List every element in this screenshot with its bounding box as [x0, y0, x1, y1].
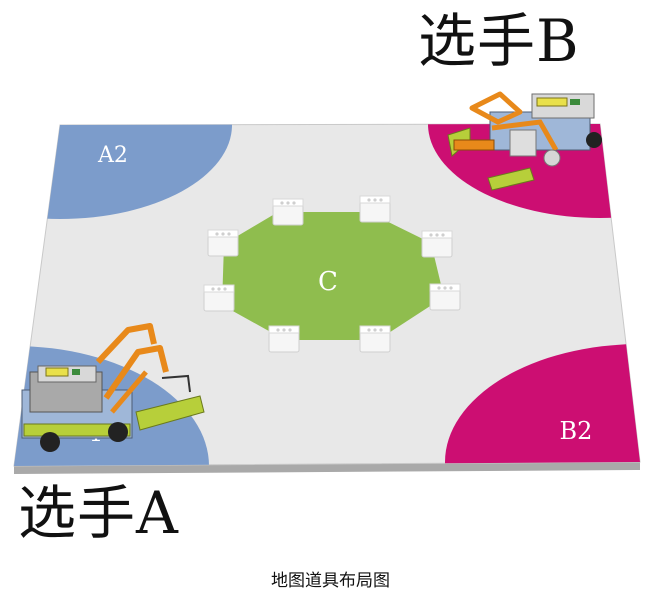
brick-block-icon: [359, 325, 391, 353]
brick-block-icon: [421, 230, 453, 258]
brick-block-icon: [207, 229, 239, 257]
figure-caption: 地图道具布局图: [271, 571, 390, 591]
robot-b-icon: [447, 91, 602, 191]
brick-block-icon: [359, 195, 391, 223]
player-a-label: 选手A: [18, 479, 179, 547]
zone-a2-label: A2: [97, 143, 128, 168]
robot-a-icon: [21, 323, 205, 452]
brick-block-icon: [268, 325, 300, 353]
zone-b2-label: B2: [560, 417, 593, 445]
brick-block-icon: [429, 283, 461, 311]
center-zone: [222, 212, 444, 340]
brick-block-icon: [203, 284, 235, 312]
brick-blocks: [203, 195, 461, 353]
zone-b1: [428, 124, 640, 218]
brick-block-icon: [272, 198, 304, 226]
zone-b2: [445, 344, 640, 466]
center-zone-label: C: [318, 267, 338, 297]
player-b-label: 选手B: [418, 7, 580, 75]
zone-a2: [14, 124, 232, 219]
